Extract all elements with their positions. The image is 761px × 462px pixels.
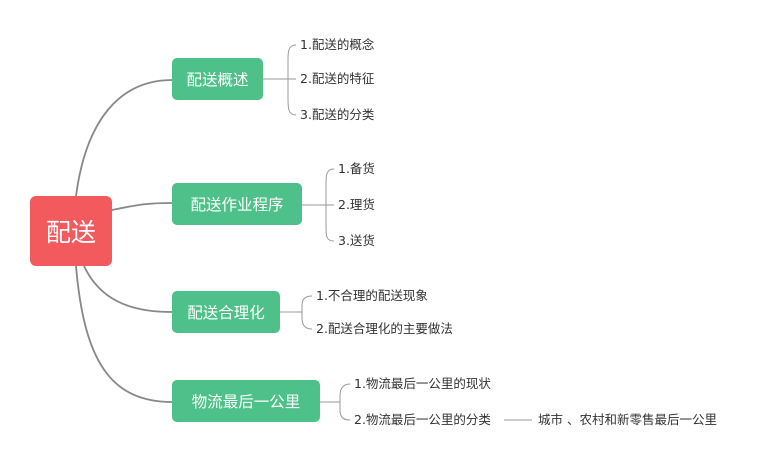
- branch-label: 物流最后一公里: [191, 393, 301, 411]
- root-node[interactable]: 配送: [30, 196, 112, 266]
- leaf-node[interactable]: 3.送货: [338, 233, 375, 248]
- branch-node-4[interactable]: 物流最后一公里: [172, 380, 320, 422]
- leaf-node[interactable]: 1.物流最后一公里的现状: [354, 376, 491, 391]
- link-root-branch-3: [83, 265, 173, 313]
- leaf-node[interactable]: 2.配送的特征: [300, 71, 375, 86]
- branch-node-3[interactable]: 配送合理化: [172, 291, 280, 333]
- link-root-branch-2: [111, 202, 173, 211]
- leaf-node[interactable]: 2.物流最后一公里的分类: [354, 412, 491, 427]
- leaf-node[interactable]: 3.配送的分类: [300, 107, 375, 122]
- leaf-node[interactable]: 2.理货: [338, 197, 375, 212]
- branch-label: 配送合理化: [187, 304, 265, 322]
- link-root-branch-4: [75, 265, 173, 403]
- leaf-node[interactable]: 1.备货: [338, 161, 375, 176]
- leaf-node[interactable]: 2.配送合理化的主要做法: [316, 321, 453, 336]
- branch-node-2[interactable]: 配送作业程序: [172, 183, 302, 225]
- leaf-node-extra[interactable]: 城市 、农村和新零售最后一公里: [538, 412, 717, 427]
- branch-node-1[interactable]: 配送概述: [172, 58, 263, 100]
- link-root-branch-1: [75, 79, 173, 197]
- branch-label: 配送作业程序: [190, 196, 284, 214]
- leaf-node[interactable]: 1.不合理的配送现象: [316, 288, 428, 303]
- root-label: 配送: [45, 218, 96, 247]
- leaf-node[interactable]: 1.配送的概念: [300, 37, 375, 52]
- branch-label: 配送概述: [186, 71, 249, 89]
